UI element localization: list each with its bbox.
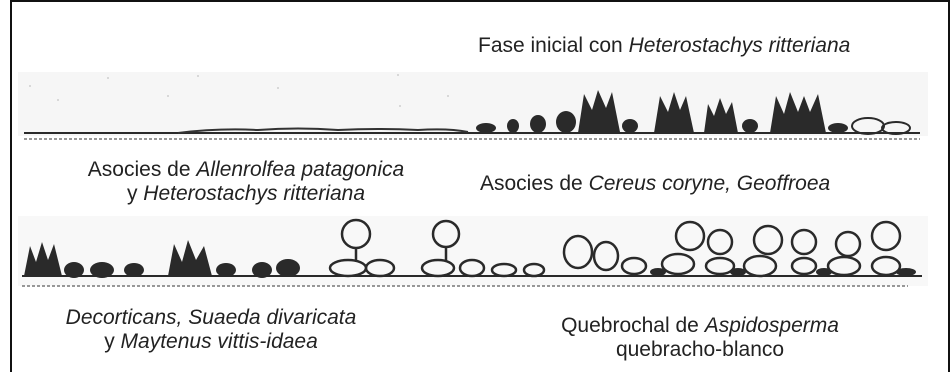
label-asocies-allenrolfea: Asocies de Allenrolfea patagonica y Hete…: [87, 158, 405, 205]
label-asocies-cereus: Asocies de Cereus coryne, Geoffroea: [480, 172, 831, 195]
figure-frame: [10, 0, 950, 372]
lower-vegetation-profile: [18, 216, 928, 287]
top-label: Fase inicial con Heterostachys ritterian…: [478, 34, 851, 57]
upper-vegetation-profile: [18, 72, 928, 140]
label-decorticans: Decorticans, Suaeda divaricata y Maytenu…: [65, 306, 357, 353]
label-quebrachal: Quebrochal de Aspidosperma quebracho-bla…: [561, 314, 839, 361]
